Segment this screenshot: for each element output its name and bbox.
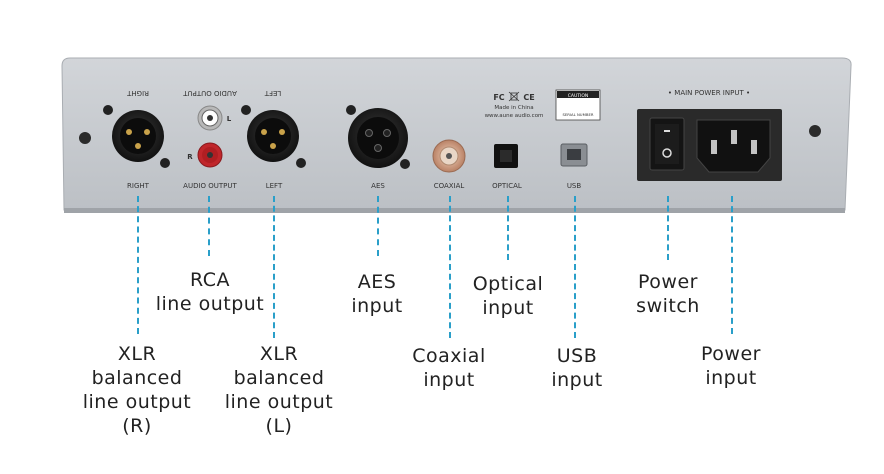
callout-line: balanced (91, 367, 183, 389)
silk-website: www.aune audio.com (485, 113, 544, 119)
callout-aes: AES input (337, 270, 417, 318)
callout-line: input (423, 369, 475, 391)
leader-power-input (731, 196, 733, 334)
callout-line: Optical (472, 273, 544, 295)
callout-line: line output (82, 391, 192, 413)
callout-line: (L) (265, 415, 293, 437)
silk-rca-bottom: AUDIO OUTPUT (183, 182, 237, 190)
silk-aes: AES (371, 182, 385, 190)
silk-main-power: • MAIN POWER INPUT • (668, 89, 750, 97)
callout-line: input (482, 297, 534, 319)
callout-line: (R) (122, 415, 152, 437)
silk-usb: USB (567, 182, 582, 190)
silk-rca-top: AUDIO OUTPUT (182, 89, 236, 97)
callout-optical: Optical input (463, 272, 553, 320)
callout-line: input (551, 369, 603, 391)
coaxial-jack (432, 139, 466, 173)
leader-rca (208, 196, 210, 256)
silk-coaxial: COAXIAL (434, 182, 465, 190)
rca-left-jack (197, 105, 223, 131)
leader-xlr-left (273, 196, 275, 338)
regulatory-label (555, 89, 601, 121)
silk-optical: OPTICAL (492, 182, 522, 190)
callout-usb: USB input (539, 344, 615, 392)
callout-line: Power (638, 271, 698, 293)
callout-line: Power (701, 343, 761, 365)
callout-coaxial: Coaxial input (399, 344, 499, 392)
silk-rca-r: R (187, 153, 193, 161)
power-module (637, 109, 782, 181)
callout-xlr-right: XLR balanced line output (R) (77, 342, 197, 438)
leader-usb (574, 196, 576, 338)
callout-line: Coaxial (412, 345, 486, 367)
silk-made-in: Made in China (494, 105, 533, 111)
usb-port (560, 143, 588, 167)
leader-coaxial (449, 196, 451, 338)
aes-connector (346, 105, 410, 169)
callout-line: AES (357, 271, 397, 293)
leader-xlr-right (137, 196, 139, 334)
callout-line: RCA (189, 269, 231, 291)
silk-caution: CAUTION (568, 93, 589, 99)
callout-line: switch (636, 295, 700, 317)
silk-xlr-right-top: RIGHT (126, 89, 149, 97)
silk-xlr-left-bottom: LEFT (266, 182, 283, 190)
callout-line: line output (224, 391, 334, 413)
panel-screws (79, 125, 821, 144)
callout-line: USB (556, 345, 598, 367)
callout-line: input (705, 367, 757, 389)
callout-power-switch: Power switch (625, 270, 711, 318)
callout-line: balanced (233, 367, 325, 389)
callout-line: XLR (117, 343, 157, 365)
silk-ce: CE (523, 93, 534, 102)
callout-line: input (351, 295, 403, 317)
chassis-bottom-edge (64, 208, 845, 213)
rca-right-jack (197, 142, 223, 168)
xlr-right-connector (103, 105, 170, 168)
leader-aes (377, 196, 379, 256)
silk-rca-l: L (227, 115, 232, 123)
weee-bin-icon (508, 91, 520, 102)
optical-port (494, 144, 518, 168)
silk-fcc: FC (493, 93, 504, 102)
leader-optical (507, 196, 509, 260)
callout-xlr-left: XLR balanced line output (L) (219, 342, 339, 438)
xlr-left-connector (241, 105, 306, 168)
silk-xlr-left-top: LEFT (264, 89, 281, 97)
callout-line: line output (155, 293, 265, 315)
callout-rca: RCA line output (148, 268, 272, 316)
leader-power-switch (667, 196, 669, 260)
callout-line: XLR (259, 343, 299, 365)
callout-power-input: Power input (688, 342, 774, 390)
silk-serial: SERIAL NUMBER (562, 112, 593, 117)
silk-xlr-right-bottom: RIGHT (127, 182, 150, 190)
